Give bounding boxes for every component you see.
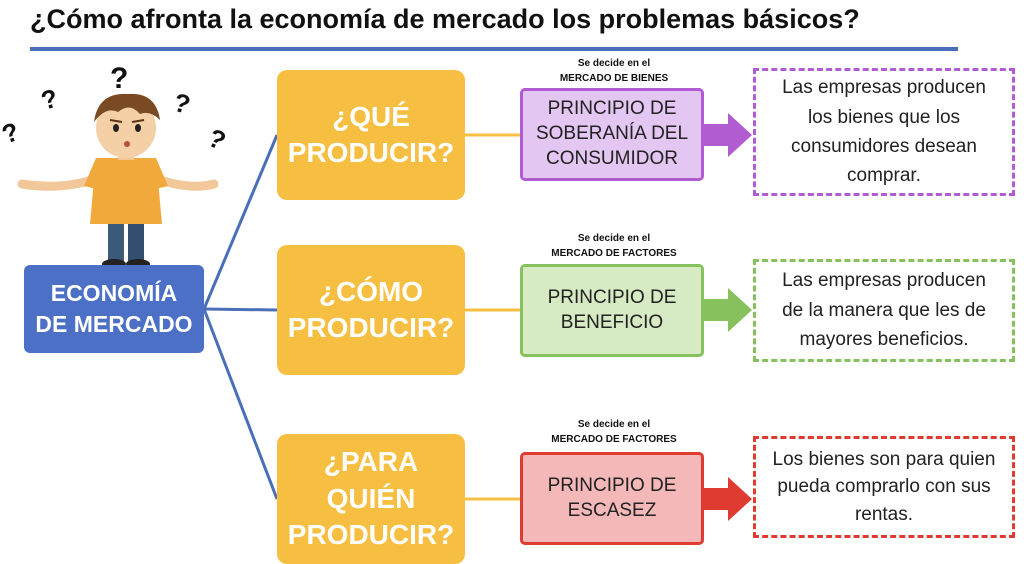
principle-box-beneficio: PRINCIPIO DE BENEFICIO: [520, 264, 704, 357]
result-line: de la manera que les de: [782, 299, 986, 321]
question-box-para-quien-producir: ¿PARA QUIÉN PRODUCIR?: [277, 434, 465, 564]
result-line: comprar.: [847, 165, 921, 187]
question-box-como-producir: ¿CÓMO PRODUCIR?: [277, 245, 465, 375]
result-line: mayores beneficios.: [799, 329, 969, 351]
market-note-line: MERCADO DE FACTORES: [551, 247, 677, 259]
question-mark: ?: [203, 122, 230, 156]
principle-line: PRINCIPIO DE: [547, 474, 677, 496]
result-line: los bienes que los: [807, 106, 961, 128]
market-note-line: Se decide en el: [577, 419, 651, 430]
result-line: pueda comprarlo con sus: [777, 476, 991, 498]
question-mark: ?: [0, 116, 23, 150]
question-line: QUIÉN: [326, 482, 416, 514]
arrow-right-icon: [704, 477, 752, 521]
result-line: Las empresas producen: [782, 270, 986, 292]
principle-line: PRINCIPIO DE: [547, 286, 677, 308]
result-line: Las empresas producen: [782, 77, 986, 99]
market-note-line: Se decide en el: [577, 233, 651, 244]
principle-line: CONSUMIDOR: [546, 147, 678, 169]
principle-line: SOBERANÍA DEL: [535, 123, 689, 145]
principle-line: BENEFICIO: [560, 311, 664, 333]
question-box-que-producir: ¿QUÉ PRODUCIR?: [277, 70, 465, 200]
question-mark: ?: [170, 87, 193, 120]
title-underline: [30, 47, 958, 51]
arrow-right-icon: [704, 113, 752, 157]
branch-line-como: [203, 307, 278, 312]
question-line: ¿QUÉ: [332, 100, 410, 132]
result-line: rentas.: [854, 503, 914, 525]
result-box-2: Las empresas producen de la manera que l…: [753, 259, 1015, 362]
question-mark: ?: [38, 83, 61, 116]
principle-box-soberania: PRINCIPIO DE SOBERANÍA DEL CONSUMIDOR: [520, 88, 704, 181]
market-note: Se decide en el MERCADO DE FACTORES: [524, 232, 704, 261]
market-note: Se decide en el MERCADO DE FACTORES: [524, 418, 704, 447]
branch-line-que: [202, 134, 279, 310]
economia-de-mercado-box: ECONOMÍA DE MERCADO: [24, 265, 204, 353]
question-line: ¿PARA: [323, 446, 419, 478]
result-box-3: Los bienes son para quien pueda comprarl…: [753, 436, 1015, 538]
confused-boy-icon: ? ? ? ? ?: [0, 62, 231, 269]
result-line: Los bienes son para quien: [772, 448, 996, 470]
economia-label-line: ECONOMÍA: [50, 279, 178, 306]
question-line: PRODUCIR?: [287, 519, 455, 551]
result-line: consumidores desean: [791, 136, 977, 157]
economia-label-line: DE MERCADO: [35, 311, 193, 337]
market-note: Se decide en el MERCADO DE BIENES: [524, 57, 704, 86]
question-line: ¿CÓMO: [318, 275, 424, 307]
branch-line-para-quien: [202, 308, 279, 500]
principle-line: PRINCIPIO DE: [547, 98, 677, 120]
market-note-line: MERCADO DE BIENES: [559, 72, 669, 84]
question-line: PRODUCIR?: [287, 312, 455, 343]
page-title: ¿Cómo afronta la economía de mercado los…: [30, 4, 860, 34]
arrow-right-icon: [704, 288, 752, 332]
market-note-line: MERCADO DE FACTORES: [551, 433, 677, 445]
principle-line: ESCASEZ: [567, 499, 657, 521]
market-note-line: Se decide en el: [577, 58, 651, 69]
question-mark: ?: [110, 62, 128, 95]
principle-box-escasez: PRINCIPIO DE ESCASEZ: [520, 452, 704, 545]
result-box-1: Las empresas producen los bienes que los…: [753, 68, 1015, 196]
question-line: PRODUCIR?: [287, 137, 455, 168]
